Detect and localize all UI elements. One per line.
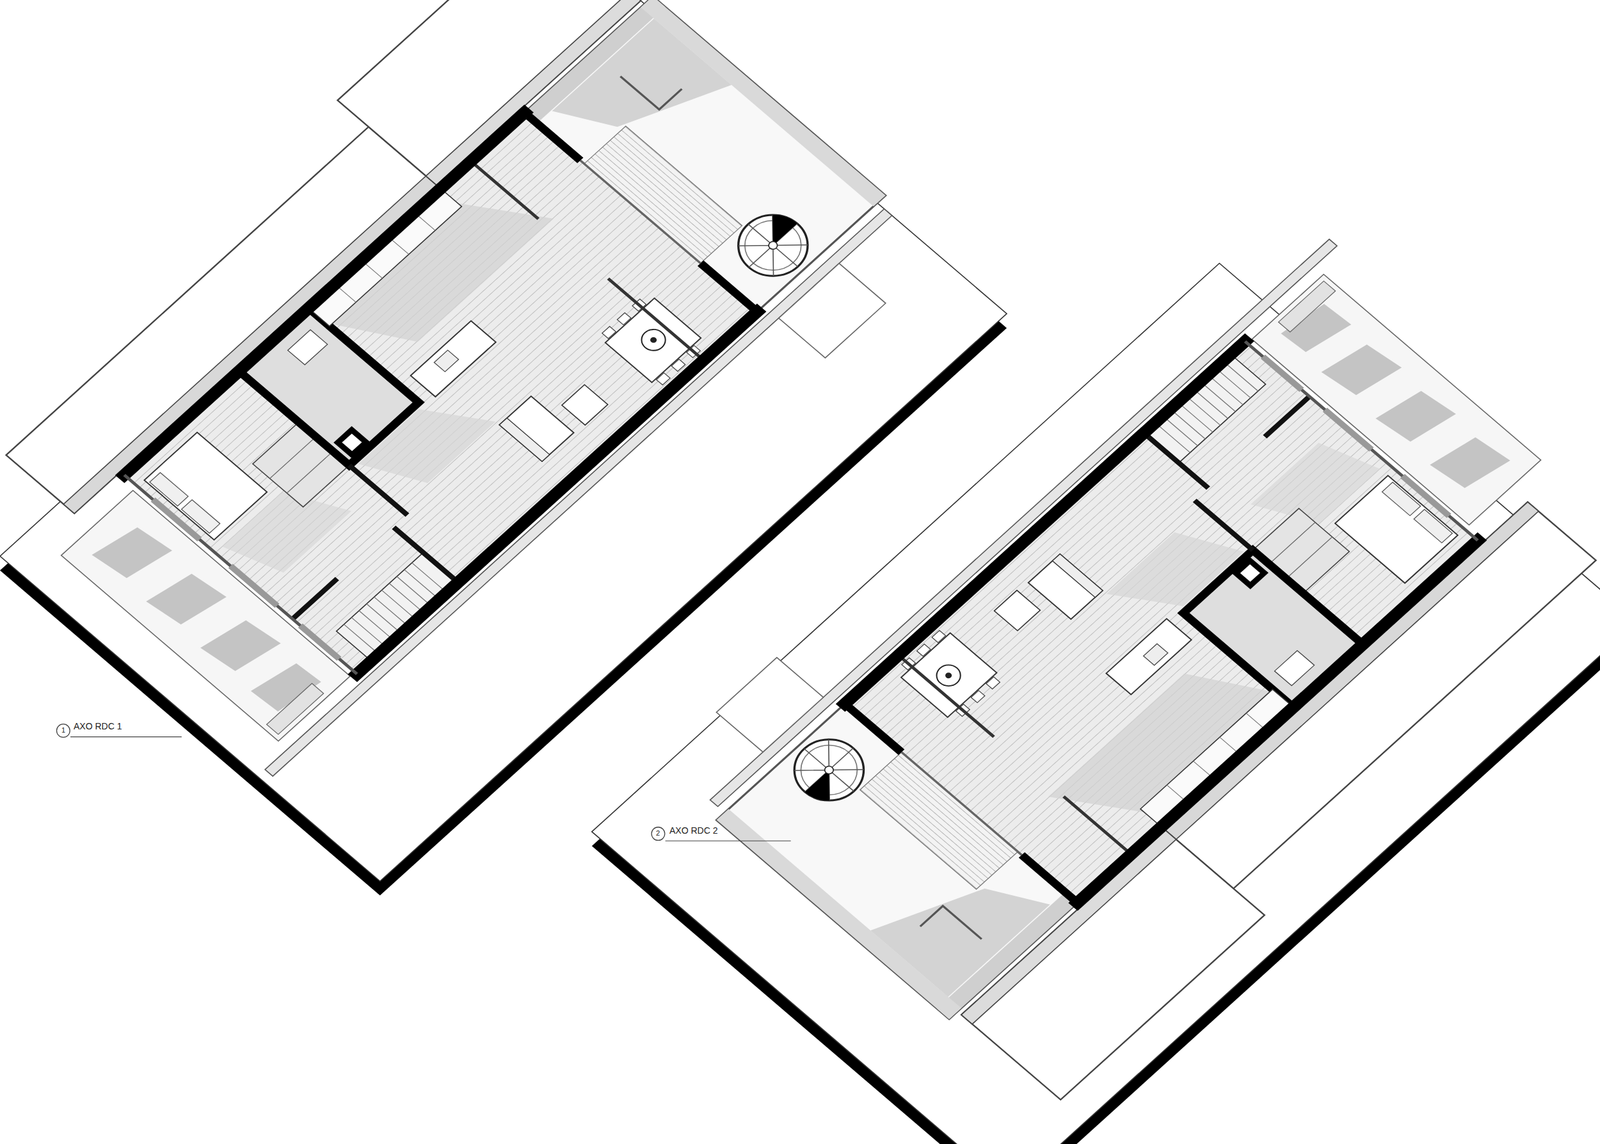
callout-number: 2 [652, 828, 664, 839]
plan-2 [592, 199, 1600, 1144]
callout-number: 1 [58, 725, 69, 736]
view-label-marks [56, 724, 791, 842]
view-title: AXO RDC 1 [73, 721, 122, 733]
view-title: AXO RDC 2 [669, 825, 718, 837]
